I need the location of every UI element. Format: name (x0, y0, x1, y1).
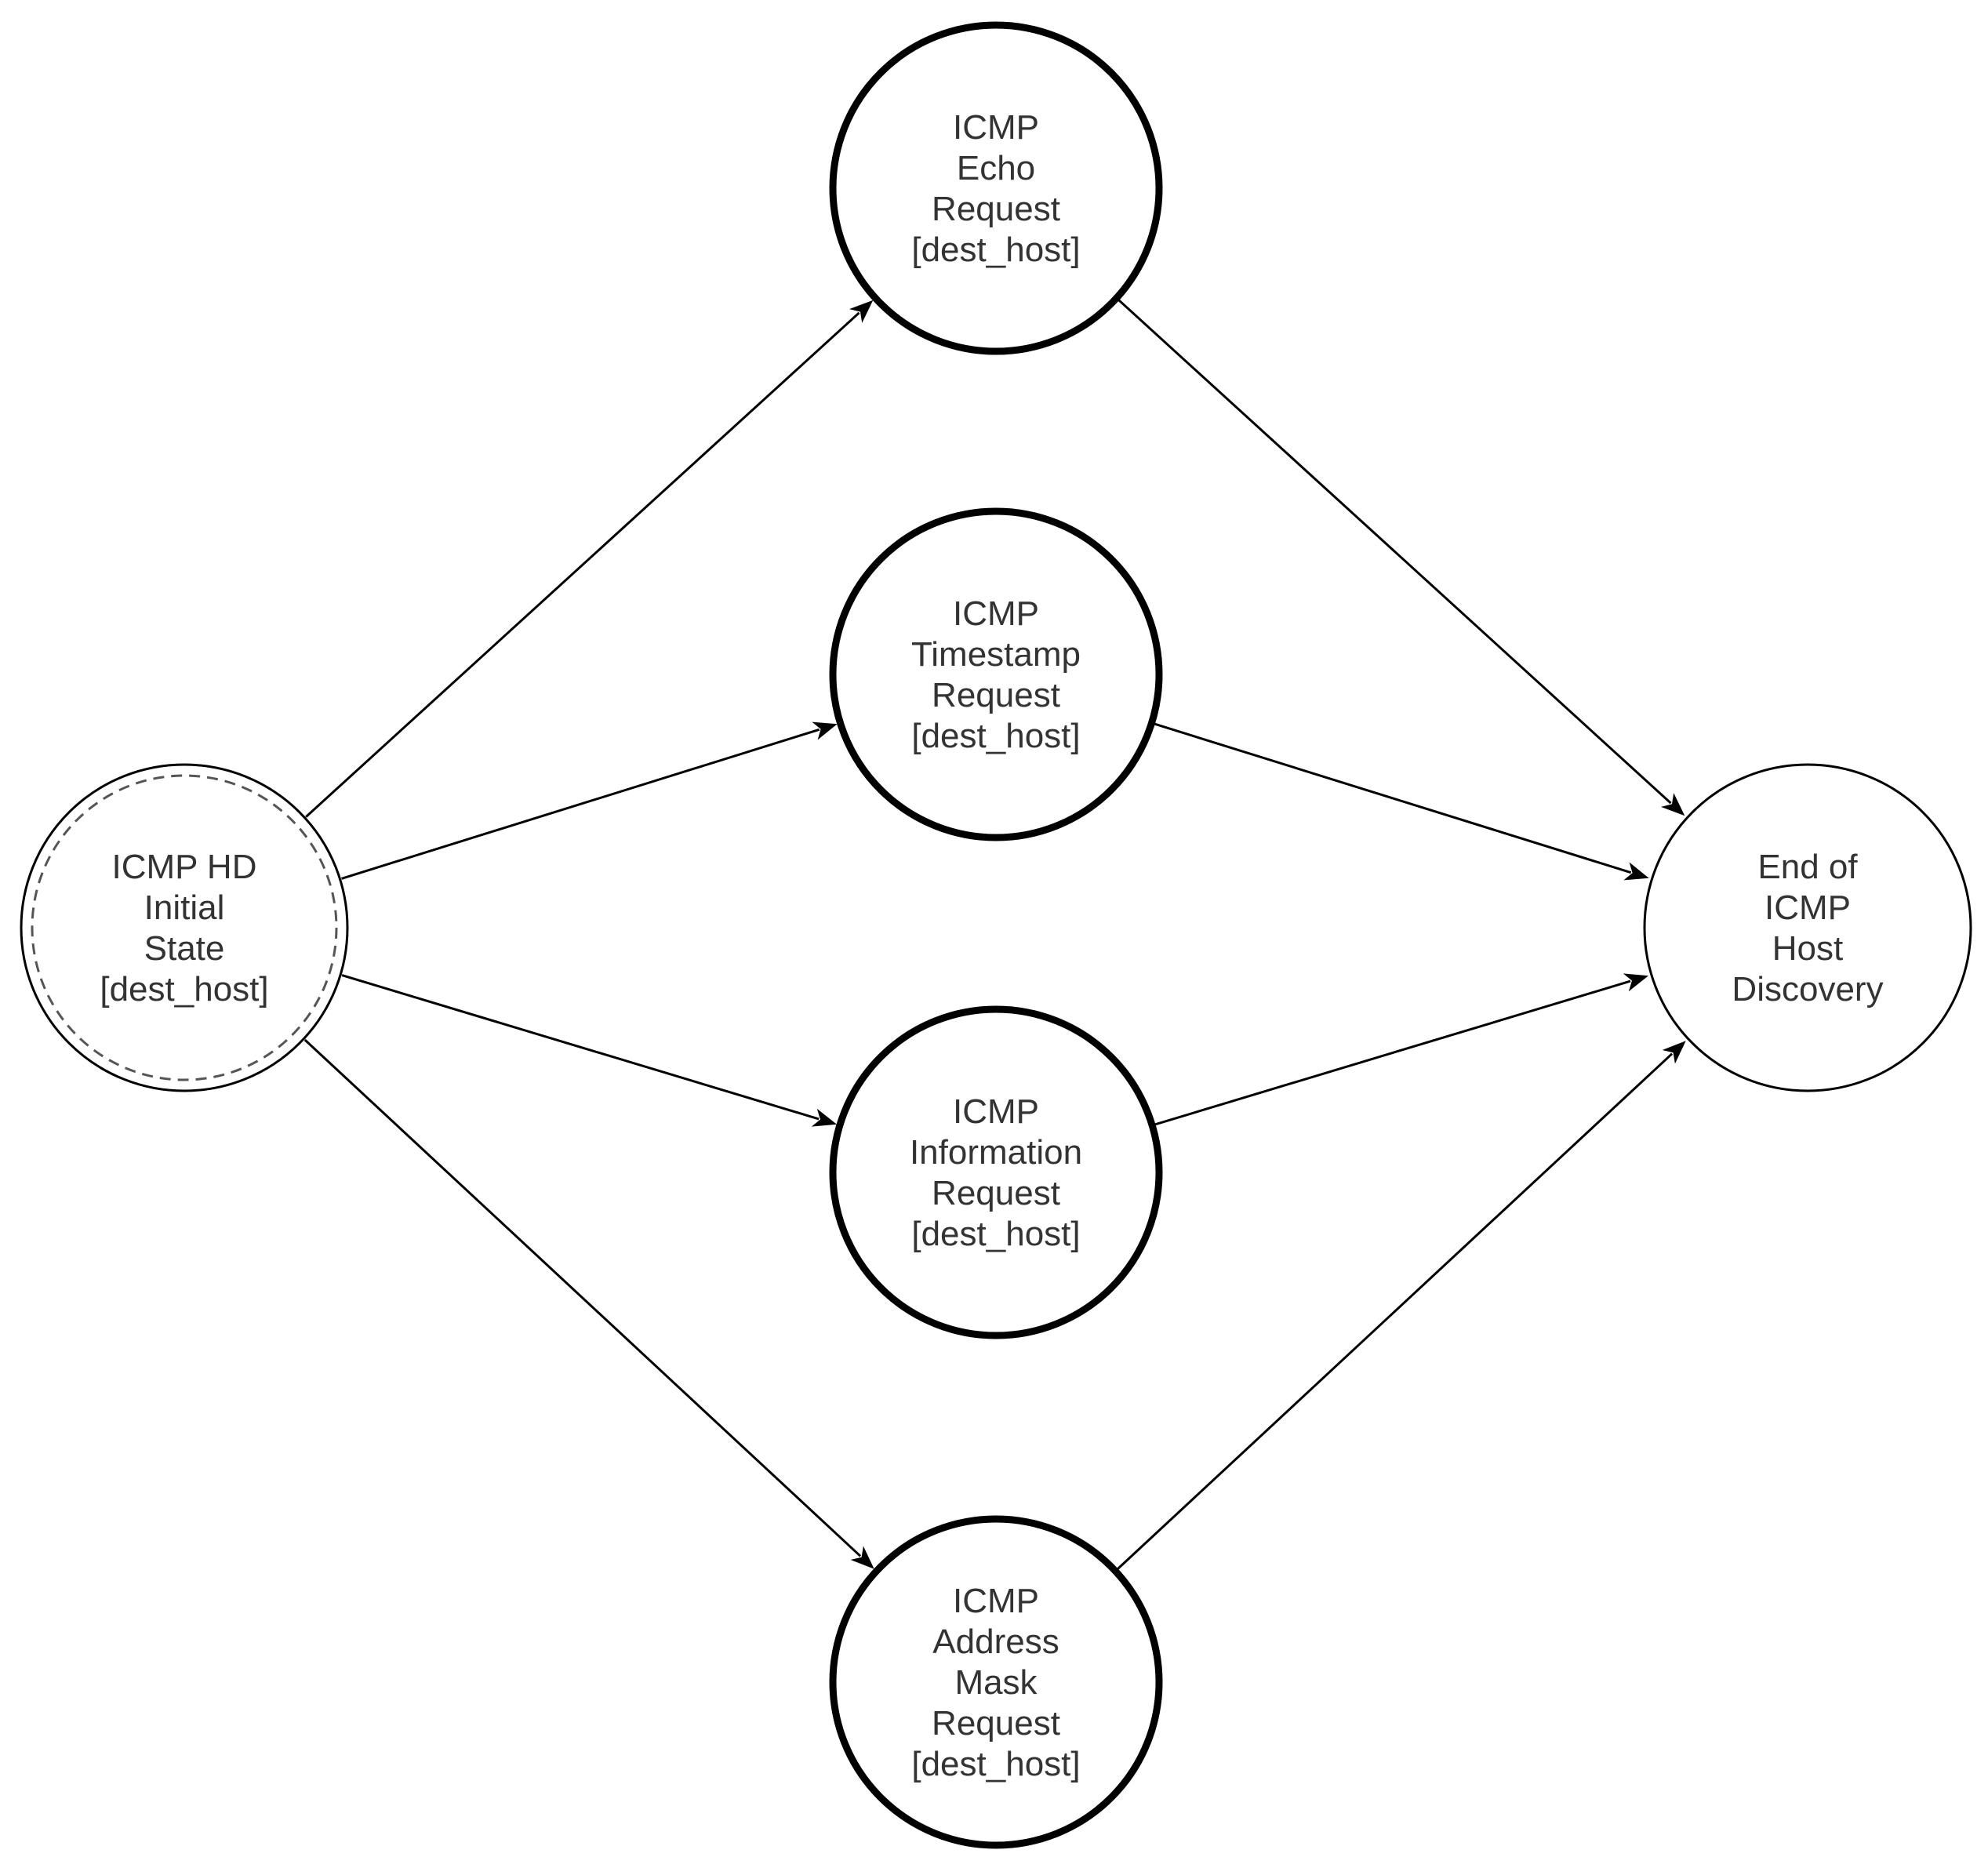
node-circle (829, 1515, 1163, 1849)
node-outer-circle (20, 763, 349, 1092)
node-label-line: ICMP (953, 594, 1039, 633)
node-label-line: Request (932, 190, 1060, 228)
edge-line (303, 1038, 862, 1557)
arrow-head-icon (1661, 793, 1685, 816)
node-label-line: [dest_host] (100, 970, 268, 1008)
node-label-line: [dest_host] (911, 231, 1080, 269)
node-label-line: Mask (954, 1663, 1038, 1702)
node-label-line: ICMP (1764, 889, 1851, 927)
edge-information-to-end (1153, 973, 1648, 1126)
node-label-line: Address (932, 1623, 1059, 1661)
node-inner-dashed-circle (31, 774, 338, 1081)
node-label-line: Request (932, 1704, 1060, 1743)
node-label-line: Information (910, 1133, 1082, 1172)
node-label-line: Request (932, 676, 1060, 714)
edge-line (1153, 722, 1632, 874)
edge-initial-to-timestamp (341, 721, 838, 880)
node-label-line: ICMP (953, 108, 1039, 147)
edge-echo-to-end (1117, 298, 1685, 816)
node-label-line: [dest_host] (911, 1215, 1080, 1253)
node-label-line: ICMP (953, 1582, 1039, 1620)
node-label-line: [dest_host] (911, 1745, 1080, 1783)
arrow-head-icon (811, 1108, 837, 1127)
node-label-line: End of (1757, 848, 1858, 886)
edge-line (341, 974, 820, 1121)
node-label-line: Discovery (1732, 970, 1883, 1008)
arrow-head-icon (1662, 1041, 1686, 1064)
edge-line (1117, 298, 1672, 805)
node-circle (829, 21, 1163, 355)
edge-line (1153, 979, 1631, 1126)
arrow-head-icon (1623, 973, 1648, 992)
node-circle (829, 507, 1163, 841)
node-label-line: State (144, 929, 225, 968)
node-label-line: [dest_host] (911, 717, 1080, 755)
arrow-head-icon (849, 300, 874, 323)
edge-initial-to-echo (305, 300, 874, 818)
node-label-line: Host (1772, 929, 1843, 968)
edge-timestamp-to-end (1153, 722, 1649, 881)
edge-initial-to-information (341, 974, 837, 1127)
node-label-line: Timestamp (911, 635, 1081, 674)
node-label-line: ICMP (953, 1092, 1039, 1131)
edge-initial-to-address_mask (303, 1038, 874, 1569)
edge-line (341, 728, 820, 880)
edge-address_mask-to-end (1115, 1041, 1686, 1572)
node-circle (829, 1005, 1163, 1339)
node-label-line: Initial (144, 889, 225, 927)
edge-line (305, 311, 860, 818)
node-circle (1643, 763, 1972, 1092)
node-label-line: Request (932, 1174, 1060, 1212)
edge-line (1115, 1052, 1674, 1572)
arrow-head-icon (812, 721, 838, 740)
arrow-head-icon (850, 1546, 874, 1569)
edges-layer (303, 298, 1686, 1572)
node-label-line: ICMP HD (112, 848, 257, 886)
node-label-line: Echo (957, 149, 1035, 187)
arrow-head-icon (1623, 862, 1649, 881)
